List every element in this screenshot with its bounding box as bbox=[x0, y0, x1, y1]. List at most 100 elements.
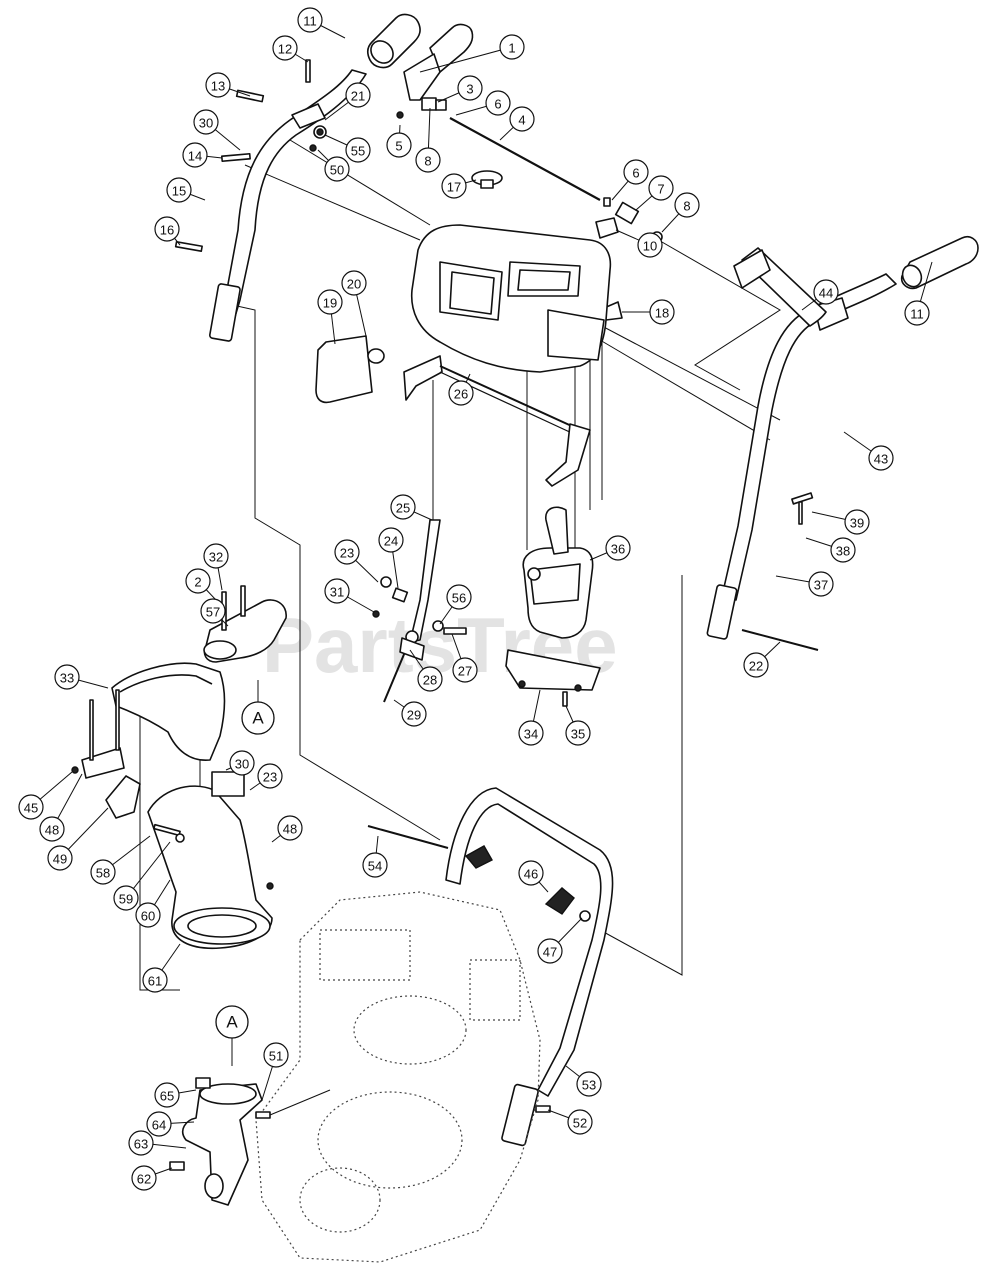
svg-text:6: 6 bbox=[494, 97, 501, 112]
svg-text:35: 35 bbox=[571, 727, 585, 742]
svg-text:46: 46 bbox=[524, 867, 538, 882]
part-callout-38: 38 bbox=[805, 537, 856, 563]
svg-text:59: 59 bbox=[119, 892, 133, 907]
chute-61 bbox=[147, 771, 274, 950]
part-callout-53: 53 bbox=[565, 1065, 602, 1097]
svg-text:8: 8 bbox=[683, 199, 690, 214]
engine-outline bbox=[255, 891, 541, 1263]
part-callout-48: 48 bbox=[39, 773, 83, 842]
shift-rod bbox=[403, 355, 591, 487]
part-callout-26: 26 bbox=[448, 373, 474, 406]
part-callout-43: 43 bbox=[843, 431, 894, 471]
part-callout-45: 45 bbox=[18, 771, 73, 820]
svg-text:60: 60 bbox=[141, 909, 155, 924]
svg-text:4: 4 bbox=[518, 113, 525, 128]
svg-text:A: A bbox=[226, 1013, 238, 1032]
part-callout-15: 15 bbox=[166, 177, 206, 203]
part-callout-37: 37 bbox=[775, 571, 834, 597]
chute-base bbox=[169, 1077, 271, 1206]
part-callout-23: 23 bbox=[249, 763, 283, 791]
part-callout-17: 17 bbox=[441, 173, 477, 199]
svg-text:48: 48 bbox=[283, 822, 297, 837]
reference-mark-a: A bbox=[215, 1005, 249, 1066]
svg-text:34: 34 bbox=[524, 727, 538, 742]
part-callout-31: 31 bbox=[324, 578, 375, 613]
svg-text:23: 23 bbox=[340, 546, 354, 561]
part-callout-49: 49 bbox=[47, 807, 109, 871]
part-callout-50: 50 bbox=[317, 149, 350, 182]
svg-text:30: 30 bbox=[235, 757, 249, 772]
part-callout-11: 11 bbox=[904, 261, 933, 326]
part-callout-8: 8 bbox=[661, 192, 700, 233]
svg-text:51: 51 bbox=[269, 1049, 283, 1064]
svg-text:20: 20 bbox=[347, 277, 361, 292]
svg-text:55: 55 bbox=[351, 144, 365, 159]
lower-handle bbox=[367, 787, 614, 1147]
part-callout-25: 25 bbox=[390, 494, 433, 521]
part-callout-35: 35 bbox=[565, 705, 591, 746]
svg-text:18: 18 bbox=[655, 306, 669, 321]
part-callout-51: 51 bbox=[261, 1042, 289, 1101]
hand-grip-left bbox=[367, 13, 421, 69]
upper-handle-right bbox=[706, 273, 897, 640]
svg-text:36: 36 bbox=[611, 542, 625, 557]
svg-text:19: 19 bbox=[323, 296, 337, 311]
svg-text:26: 26 bbox=[454, 387, 468, 402]
part-callout-13: 13 bbox=[205, 72, 251, 98]
svg-text:64: 64 bbox=[152, 1118, 166, 1133]
part-callout-4: 4 bbox=[499, 106, 535, 141]
part-callout-3: 3 bbox=[437, 75, 483, 103]
svg-text:38: 38 bbox=[836, 544, 850, 559]
part-callout-6: 6 bbox=[455, 90, 511, 116]
svg-text:45: 45 bbox=[24, 801, 38, 816]
part-callout-32: 32 bbox=[203, 543, 229, 591]
part-callout-22: 22 bbox=[743, 641, 781, 678]
svg-text:30: 30 bbox=[199, 116, 213, 131]
part-callout-57: 57 bbox=[200, 598, 229, 627]
svg-text:31: 31 bbox=[330, 585, 344, 600]
reference-mark-a: A bbox=[241, 680, 275, 735]
part-callout-64: 64 bbox=[146, 1111, 195, 1137]
part-callout-46: 46 bbox=[518, 860, 549, 893]
upper-handle-left bbox=[208, 69, 367, 342]
svg-text:63: 63 bbox=[134, 1137, 148, 1152]
svg-text:2: 2 bbox=[194, 575, 201, 590]
part-callout-10: 10 bbox=[615, 229, 663, 258]
svg-text:54: 54 bbox=[368, 859, 382, 874]
svg-text:3: 3 bbox=[466, 82, 473, 97]
part-callout-28: 28 bbox=[409, 649, 443, 692]
svg-text:6: 6 bbox=[632, 166, 639, 181]
svg-text:A: A bbox=[252, 709, 264, 728]
part-callout-60: 60 bbox=[135, 879, 171, 928]
svg-text:33: 33 bbox=[60, 671, 74, 686]
part-callout-48: 48 bbox=[271, 815, 303, 843]
svg-text:39: 39 bbox=[850, 516, 864, 531]
part-callout-18: 18 bbox=[622, 299, 675, 325]
part-callout-12: 12 bbox=[272, 35, 309, 63]
svg-text:58: 58 bbox=[96, 866, 110, 881]
part-callout-47: 47 bbox=[537, 917, 583, 964]
part-callout-44: 44 bbox=[801, 279, 839, 311]
part-callout-5: 5 bbox=[386, 124, 412, 158]
svg-text:43: 43 bbox=[874, 452, 888, 467]
part-callout-2: 2 bbox=[185, 568, 217, 601]
part-callout-6: 6 bbox=[611, 159, 649, 201]
part-callout-23: 23 bbox=[334, 539, 379, 583]
part-callout-7: 7 bbox=[635, 175, 674, 211]
svg-text:52: 52 bbox=[573, 1116, 587, 1131]
part-callout-34: 34 bbox=[518, 689, 544, 746]
part-callout-65: 65 bbox=[154, 1082, 197, 1108]
svg-text:62: 62 bbox=[137, 1172, 151, 1187]
svg-text:28: 28 bbox=[423, 673, 437, 688]
svg-text:53: 53 bbox=[582, 1078, 596, 1093]
hand-grip-right bbox=[900, 235, 979, 290]
part-callout-20: 20 bbox=[341, 270, 367, 337]
part-callout-24: 24 bbox=[378, 527, 404, 589]
part-callout-54: 54 bbox=[362, 835, 388, 878]
part-callout-52: 52 bbox=[547, 1109, 593, 1135]
part-callout-39: 39 bbox=[811, 509, 870, 535]
svg-text:10: 10 bbox=[643, 239, 657, 254]
part-callout-27: 27 bbox=[451, 633, 478, 683]
svg-text:17: 17 bbox=[447, 180, 461, 195]
